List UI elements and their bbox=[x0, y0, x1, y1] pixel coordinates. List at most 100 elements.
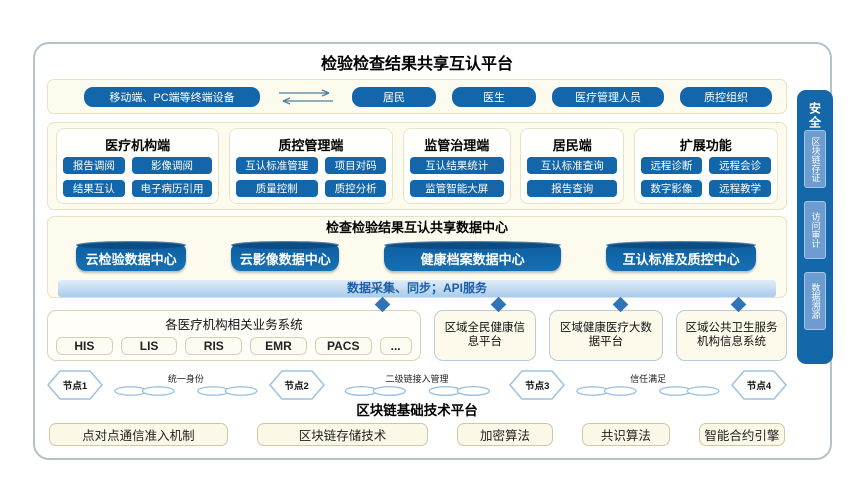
client-section-title: 质控管理端 bbox=[278, 138, 344, 154]
feature-button: 远程会诊 bbox=[709, 157, 771, 175]
client-section-title: 居民端 bbox=[552, 138, 592, 154]
node-label: 节点4 bbox=[746, 381, 772, 393]
system-button: EMR bbox=[250, 336, 307, 355]
feature-button: 互认标准查询 bbox=[527, 157, 618, 175]
data-cylinder-label: 健康档案数据中心 bbox=[420, 251, 525, 267]
chain-link-icon bbox=[344, 385, 490, 396]
system-button: ... bbox=[379, 336, 412, 355]
hospital-systems-title: 各医疗机构相关业务系统 bbox=[165, 318, 303, 333]
feature-button: 监管智能大屏 bbox=[409, 180, 504, 198]
feature-button: 远程教学 bbox=[709, 180, 771, 198]
source-systems-row: 各医疗机构相关业务系统 HIS LIS RIS EMR PACS... 区域全民健康信息… bbox=[47, 296, 787, 361]
client-section-title: 监管治理端 bbox=[424, 138, 490, 154]
feature-button: 远程诊断 bbox=[640, 157, 703, 175]
feature-button: 结果互认 bbox=[63, 180, 125, 198]
system-button: LIS bbox=[120, 336, 178, 355]
data-center-title: 检查检验结果互认共享数据中心 bbox=[325, 220, 508, 236]
data-cylinder: 云检验数据中心 bbox=[76, 241, 187, 272]
client-card: 居民端互认标准查询报告查询 bbox=[520, 128, 625, 205]
node-hexagon: 节点4 bbox=[730, 370, 787, 401]
role-button: 医疗管理人员 bbox=[552, 86, 664, 107]
feature-button: 质量控制 bbox=[235, 180, 319, 198]
hospital-systems-box: 各医疗机构相关业务系统 HIS LIS RIS EMR PACS... bbox=[47, 310, 421, 361]
client-card: 质控管理端互认标准管理项目对码质量控制质控分析 bbox=[228, 128, 394, 205]
role-button: 质控组织 bbox=[680, 86, 772, 107]
data-cylinder-label: 互认标准及质控中心 bbox=[622, 251, 740, 267]
blockchain-component: 智能合约引擎 bbox=[698, 423, 785, 446]
blockchain-platform-title: 区块链基础技术平台 bbox=[356, 403, 478, 418]
client-card: 监管治理端互认结果统计监管智能大屏 bbox=[402, 128, 511, 205]
client-card: 扩展功能远程诊断远程会诊数字影像远程教学 bbox=[633, 128, 778, 205]
feature-button: 项目对码 bbox=[325, 157, 387, 175]
feature-button: 报告调阅 bbox=[63, 157, 125, 175]
blockchain-component: 区块链存储技术 bbox=[256, 423, 429, 446]
regional-platform-box: 区域全民健康信息平台 bbox=[433, 310, 536, 361]
chain-segment: 统一身份 bbox=[103, 374, 269, 397]
chain-link-icon bbox=[114, 385, 258, 396]
chain-link-icon bbox=[576, 385, 720, 396]
node-hexagon: 节点3 bbox=[509, 370, 566, 401]
blockchain-component: 共识算法 bbox=[581, 423, 670, 446]
client-buttons-grid: 互认标准管理项目对码质量控制质控分析 bbox=[235, 157, 387, 198]
feature-button: 报告查询 bbox=[527, 180, 618, 198]
terminal-access-bar: 移动端、PC端等终端设备 居民医生医疗管理人员质控组织 bbox=[47, 79, 787, 115]
client-buttons-grid: 互认标准查询报告查询 bbox=[527, 157, 618, 198]
data-cylinder-label: 云检验数据中心 bbox=[85, 251, 177, 267]
system-button: PACS bbox=[314, 336, 372, 355]
blockchain-components-row: 点对点通信准入机制 区块链存储技术 加密算法 共识算法 智能合约引擎 bbox=[47, 423, 787, 446]
hexagon-shape-icon bbox=[509, 370, 566, 401]
data-cylinder: 互认标准及质控中心 bbox=[606, 241, 756, 272]
feature-button: 质控分析 bbox=[325, 180, 387, 198]
data-cylinder-label: 云影像数据中心 bbox=[239, 251, 331, 267]
outer-frame: 检验检查结果共享互认平台 移动端、PC端等终端设备 居民医生医疗管理人员质控组织… bbox=[33, 42, 833, 460]
feature-button: 数字影像 bbox=[640, 180, 703, 198]
main-column: 检验检查结果共享互认平台 移动端、PC端等终端设备 居民医生医疗管理人员质控组织… bbox=[47, 50, 793, 450]
node-label: 节点2 bbox=[284, 381, 309, 393]
data-center-section: 检查检验结果互认共享数据中心 云检验数据中心 云影像数据中心 健康档案数据中心 互认标… bbox=[47, 216, 787, 299]
blockchain-nodes-row: 节点1 统一身份节点2 二级链接入管理节点3 信任满足节点4 bbox=[47, 370, 787, 401]
client-section-title: 医疗机构端 bbox=[105, 138, 171, 154]
device-terminal-box: 移动端、PC端等终端设备 bbox=[84, 86, 260, 107]
regional-platform-box: 区域公共卫生服务机构信息系统 bbox=[675, 310, 787, 361]
chain-label: 信任满足 bbox=[630, 373, 667, 384]
chain-segment: 二级链接入管理 bbox=[325, 374, 510, 397]
role-button: 居民 bbox=[352, 86, 436, 107]
system-button: RIS bbox=[185, 336, 243, 355]
cylinders-row: 云检验数据中心 云影像数据中心 健康档案数据中心 互认标准及质控中心 bbox=[48, 241, 786, 272]
feature-button: 互认标准管理 bbox=[235, 157, 319, 175]
node-hexagon: 节点1 bbox=[47, 370, 103, 401]
data-cylinder: 健康档案数据中心 bbox=[384, 241, 562, 272]
feature-button: 电子病历引用 bbox=[131, 180, 213, 198]
hospital-systems-buttons: HIS LIS RIS EMR PACS... bbox=[56, 336, 412, 355]
hexagon-shape-icon bbox=[268, 370, 325, 401]
role-button: 医生 bbox=[452, 86, 536, 107]
hexagon-shape-icon bbox=[47, 370, 103, 401]
service-bar: 数据采集、同步；API服务 bbox=[58, 280, 776, 298]
chain-segment: 信任满足 bbox=[565, 374, 731, 397]
client-terminals-section: 医疗机构端报告调阅影像调阅结果互认电子病历引用质控管理端互认标准管理项目对码质量… bbox=[47, 122, 787, 211]
security-sidebar-item: 区块链存证 bbox=[804, 130, 826, 188]
roles-row: 居民医生医疗管理人员质控组织 bbox=[352, 86, 772, 107]
feature-button: 互认结果统计 bbox=[409, 157, 504, 175]
chain-label: 统一身份 bbox=[167, 373, 204, 384]
security-sidebar-item: 访问审计 bbox=[804, 201, 826, 259]
client-buttons-grid: 远程诊断远程会诊数字影像远程教学 bbox=[640, 157, 771, 198]
client-card: 医疗机构端报告调阅影像调阅结果互认电子病历引用 bbox=[56, 128, 220, 205]
data-cylinder: 云影像数据中心 bbox=[231, 241, 340, 272]
security-sidebar: 安全 区块链存证访问审计数据溯源 bbox=[797, 90, 833, 364]
node-hexagon: 节点2 bbox=[268, 370, 325, 401]
client-buttons-grid: 互认结果统计监管智能大屏 bbox=[409, 157, 504, 198]
security-sidebar-item: 数据溯源 bbox=[804, 272, 826, 330]
system-button: HIS bbox=[56, 336, 113, 355]
feature-button: 影像调阅 bbox=[131, 157, 213, 175]
blockchain-component: 点对点通信准入机制 bbox=[49, 423, 228, 446]
regional-platform-box: 区域健康医疗大数据平台 bbox=[548, 310, 663, 361]
page-title: 检验检查结果共享互认平台 bbox=[320, 56, 513, 73]
bidirectional-arrows-icon bbox=[279, 88, 333, 105]
node-label: 节点1 bbox=[62, 381, 88, 393]
blockchain-component: 加密算法 bbox=[457, 423, 553, 446]
hexagon-shape-icon bbox=[730, 370, 787, 401]
node-label: 节点3 bbox=[525, 381, 550, 393]
chain-label: 二级链接入管理 bbox=[385, 373, 449, 384]
